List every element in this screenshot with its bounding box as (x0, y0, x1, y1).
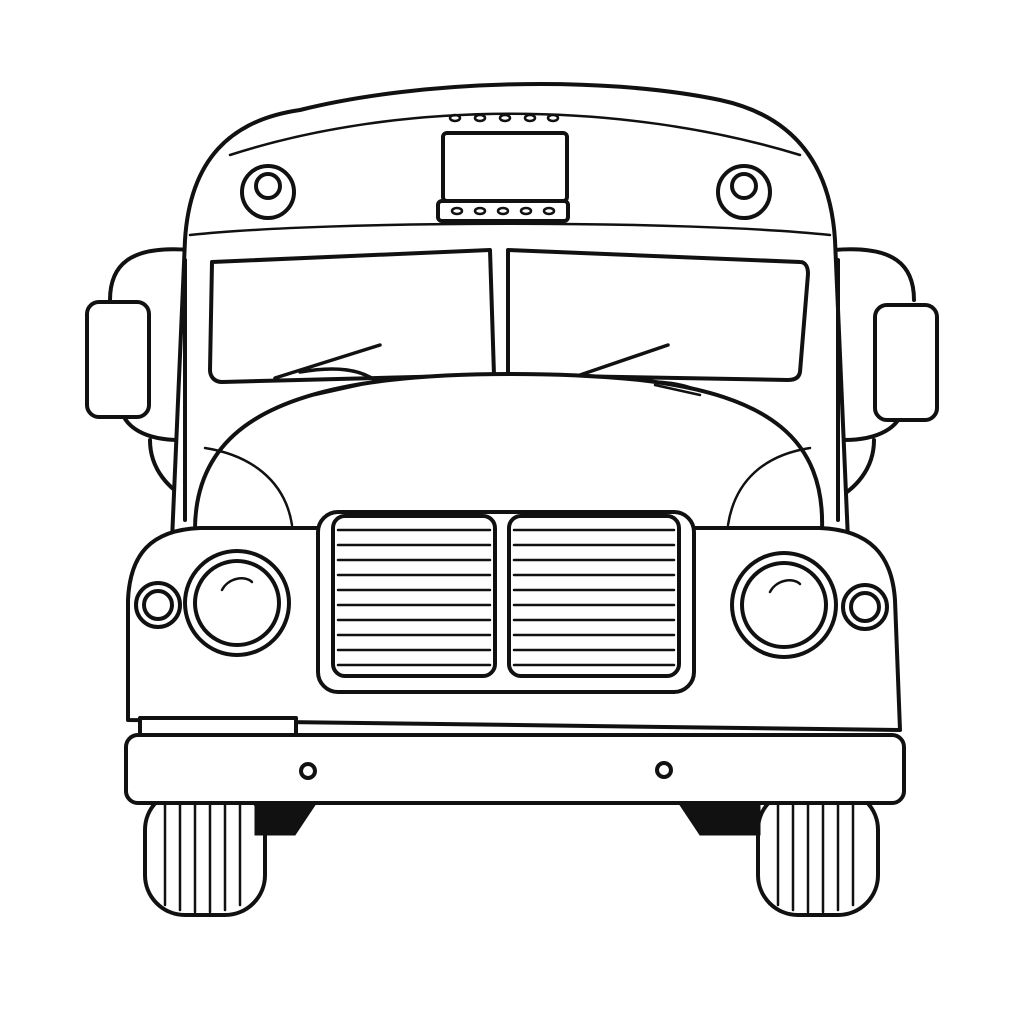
marker-light-right (716, 164, 772, 220)
hood (193, 372, 825, 532)
grille (316, 510, 696, 694)
right-mirror (832, 247, 939, 502)
front-bumper (124, 733, 906, 805)
marker-light-left (240, 164, 296, 220)
right-wheel (679, 788, 880, 917)
destination-sign (436, 113, 570, 223)
left-wheel (143, 788, 316, 917)
left-mirror (85, 247, 192, 502)
headlight-right (730, 551, 889, 659)
headlight-left (134, 549, 291, 657)
